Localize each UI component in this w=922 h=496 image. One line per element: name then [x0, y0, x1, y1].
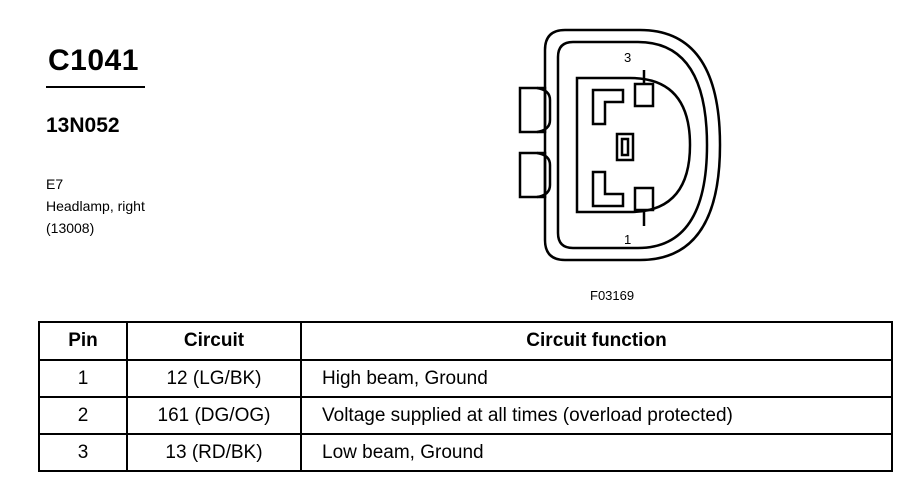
row-function: High beam, Ground — [300, 359, 893, 398]
title-underline — [46, 86, 145, 88]
component-ref: (13008) — [46, 220, 95, 236]
connector-id: C1041 — [48, 44, 139, 77]
table-header-row: Pin Circuit Circuit function — [38, 321, 893, 361]
row-circuit: 161 (DG/OG) — [126, 396, 302, 435]
row-function: Low beam, Ground — [300, 433, 893, 472]
row-circuit: 13 (RD/BK) — [126, 433, 302, 472]
pin-3-label: 3 — [624, 50, 632, 65]
location-code: E7 — [46, 176, 64, 192]
header-pin: Pin — [38, 321, 128, 361]
row-pin: 3 — [38, 433, 128, 472]
row-function: Voltage supplied at all times (overload … — [300, 396, 893, 435]
component-name: Headlamp, right — [46, 198, 145, 214]
row-pin: 1 — [38, 359, 128, 398]
table-row: 3 13 (RD/BK) Low beam, Ground — [38, 433, 893, 472]
connector-diagram — [518, 28, 722, 262]
figure-id: F03169 — [590, 288, 635, 303]
pinout-table: Pin Circuit Circuit function 1 12 (LG/BK… — [38, 321, 893, 472]
table-row: 1 12 (LG/BK) High beam, Ground — [38, 359, 893, 398]
part-number: 13N052 — [46, 114, 120, 137]
pin-1-label: 1 — [624, 232, 632, 247]
header-function: Circuit function — [300, 321, 893, 361]
row-pin: 2 — [38, 396, 128, 435]
header-circuit: Circuit — [126, 321, 302, 361]
row-circuit: 12 (LG/BK) — [126, 359, 302, 398]
table-row: 2 161 (DG/OG) Voltage supplied at all ti… — [38, 396, 893, 435]
